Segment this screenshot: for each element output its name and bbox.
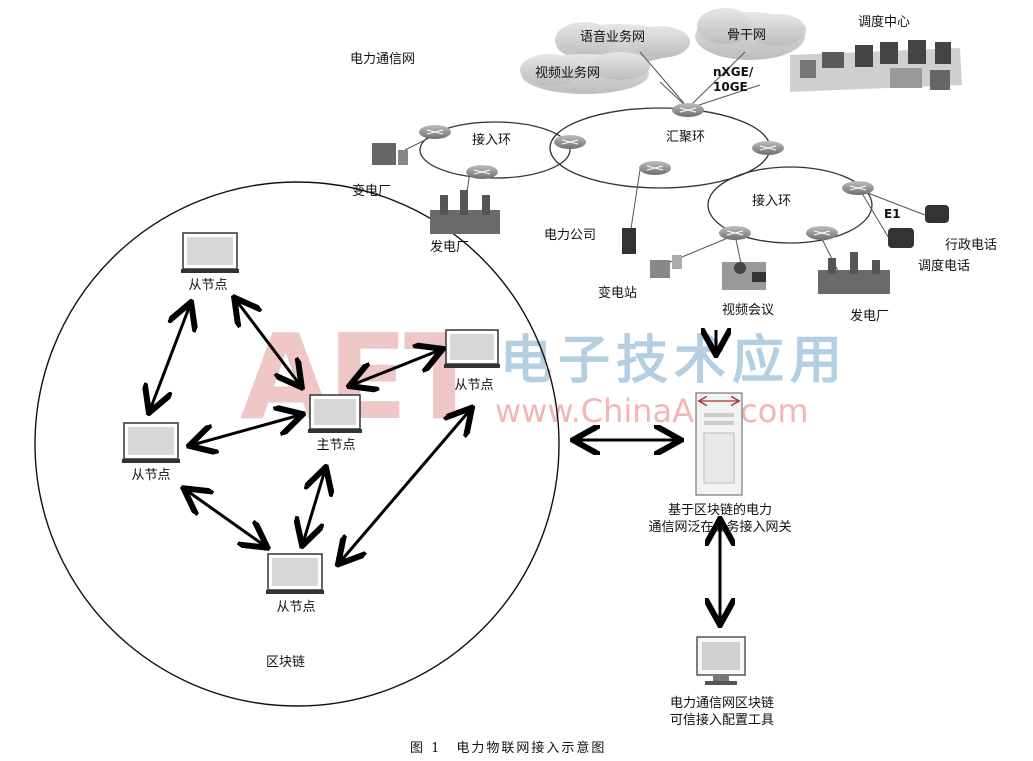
- slave-node-2-label: 从节点: [454, 378, 494, 393]
- link-speed-label-2: 10GE: [713, 80, 748, 94]
- video-conference-label: 视频会议: [722, 303, 775, 318]
- phone-icons: [888, 205, 949, 248]
- admin-phone-label: 行政电话: [945, 238, 998, 253]
- master-node-label: 主节点: [316, 438, 356, 453]
- access-ring-right-label: 接入环: [752, 194, 792, 209]
- config-tool-label-line2: 可信接入配置工具: [669, 713, 775, 728]
- aggregation-ring-label: 汇聚环: [666, 130, 706, 145]
- monitor-slave-node-2: [444, 329, 500, 368]
- gateway-label-line2: 通信网泛在业务接入网关: [648, 520, 792, 535]
- power-plant-left-label: 发电厂: [430, 240, 470, 255]
- router-icons: [419, 103, 874, 240]
- monitor-master-node: [308, 394, 362, 433]
- backbone-cloud: [695, 8, 806, 60]
- building-icons: [372, 143, 682, 278]
- backbone-label: 骨干网: [727, 28, 767, 43]
- dispatch-phone-label: 调度电话: [918, 259, 971, 274]
- watermark-chinese: 电子技术应用: [500, 330, 849, 391]
- video-network-cloud: [520, 52, 650, 94]
- server-rack-icons: [800, 40, 951, 90]
- e1-label: E1: [884, 207, 901, 221]
- link-speed-label-1: nXGE/: [713, 65, 754, 79]
- voice-network-cloud: [555, 22, 690, 64]
- access-ring-left-label: 接入环: [472, 133, 512, 148]
- figure-caption: 图 1 电力物联网接入示意图: [410, 741, 607, 756]
- access-ring-right: [707, 166, 873, 244]
- substation-plant-label: 变电厂: [352, 184, 392, 199]
- voice-network-label: 语音业务网: [580, 30, 646, 45]
- power-plant-right-icon: [818, 252, 890, 294]
- slave-node-1-label: 从节点: [188, 278, 228, 293]
- access-ring-left: [419, 121, 571, 179]
- blockchain-label: 区块链: [266, 655, 306, 670]
- slave-node-3-label: 从节点: [131, 468, 171, 483]
- power-company-label: 电力公司: [544, 228, 597, 243]
- config-tool-label-line1: 电力通信网区块链: [669, 696, 775, 711]
- network-title: 电力通信网: [350, 52, 416, 67]
- monitor-slave-node-3: [122, 422, 180, 463]
- config-tool-monitor-icon: [696, 636, 746, 685]
- blockchain-boundary: [34, 181, 560, 707]
- slave-node-4-label: 从节点: [276, 600, 316, 615]
- power-plant-right-label: 发电厂: [850, 309, 890, 324]
- video-conference-icon: [722, 262, 766, 290]
- monitor-slave-node-1: [181, 232, 239, 273]
- gateway-server-icon: [695, 392, 743, 496]
- monitor-slave-node-4: [266, 553, 324, 594]
- substation-label: 变电站: [598, 286, 638, 301]
- power-plant-left-icon: [430, 190, 500, 234]
- dispatch-center-label: 调度中心: [858, 15, 911, 30]
- video-network-label: 视频业务网: [535, 66, 601, 81]
- blockchain-arrows: [150, 300, 720, 622]
- gateway-label-line1: 基于区块链的电力: [667, 503, 773, 518]
- watermark-url: www.ChinaAET.com: [495, 392, 809, 430]
